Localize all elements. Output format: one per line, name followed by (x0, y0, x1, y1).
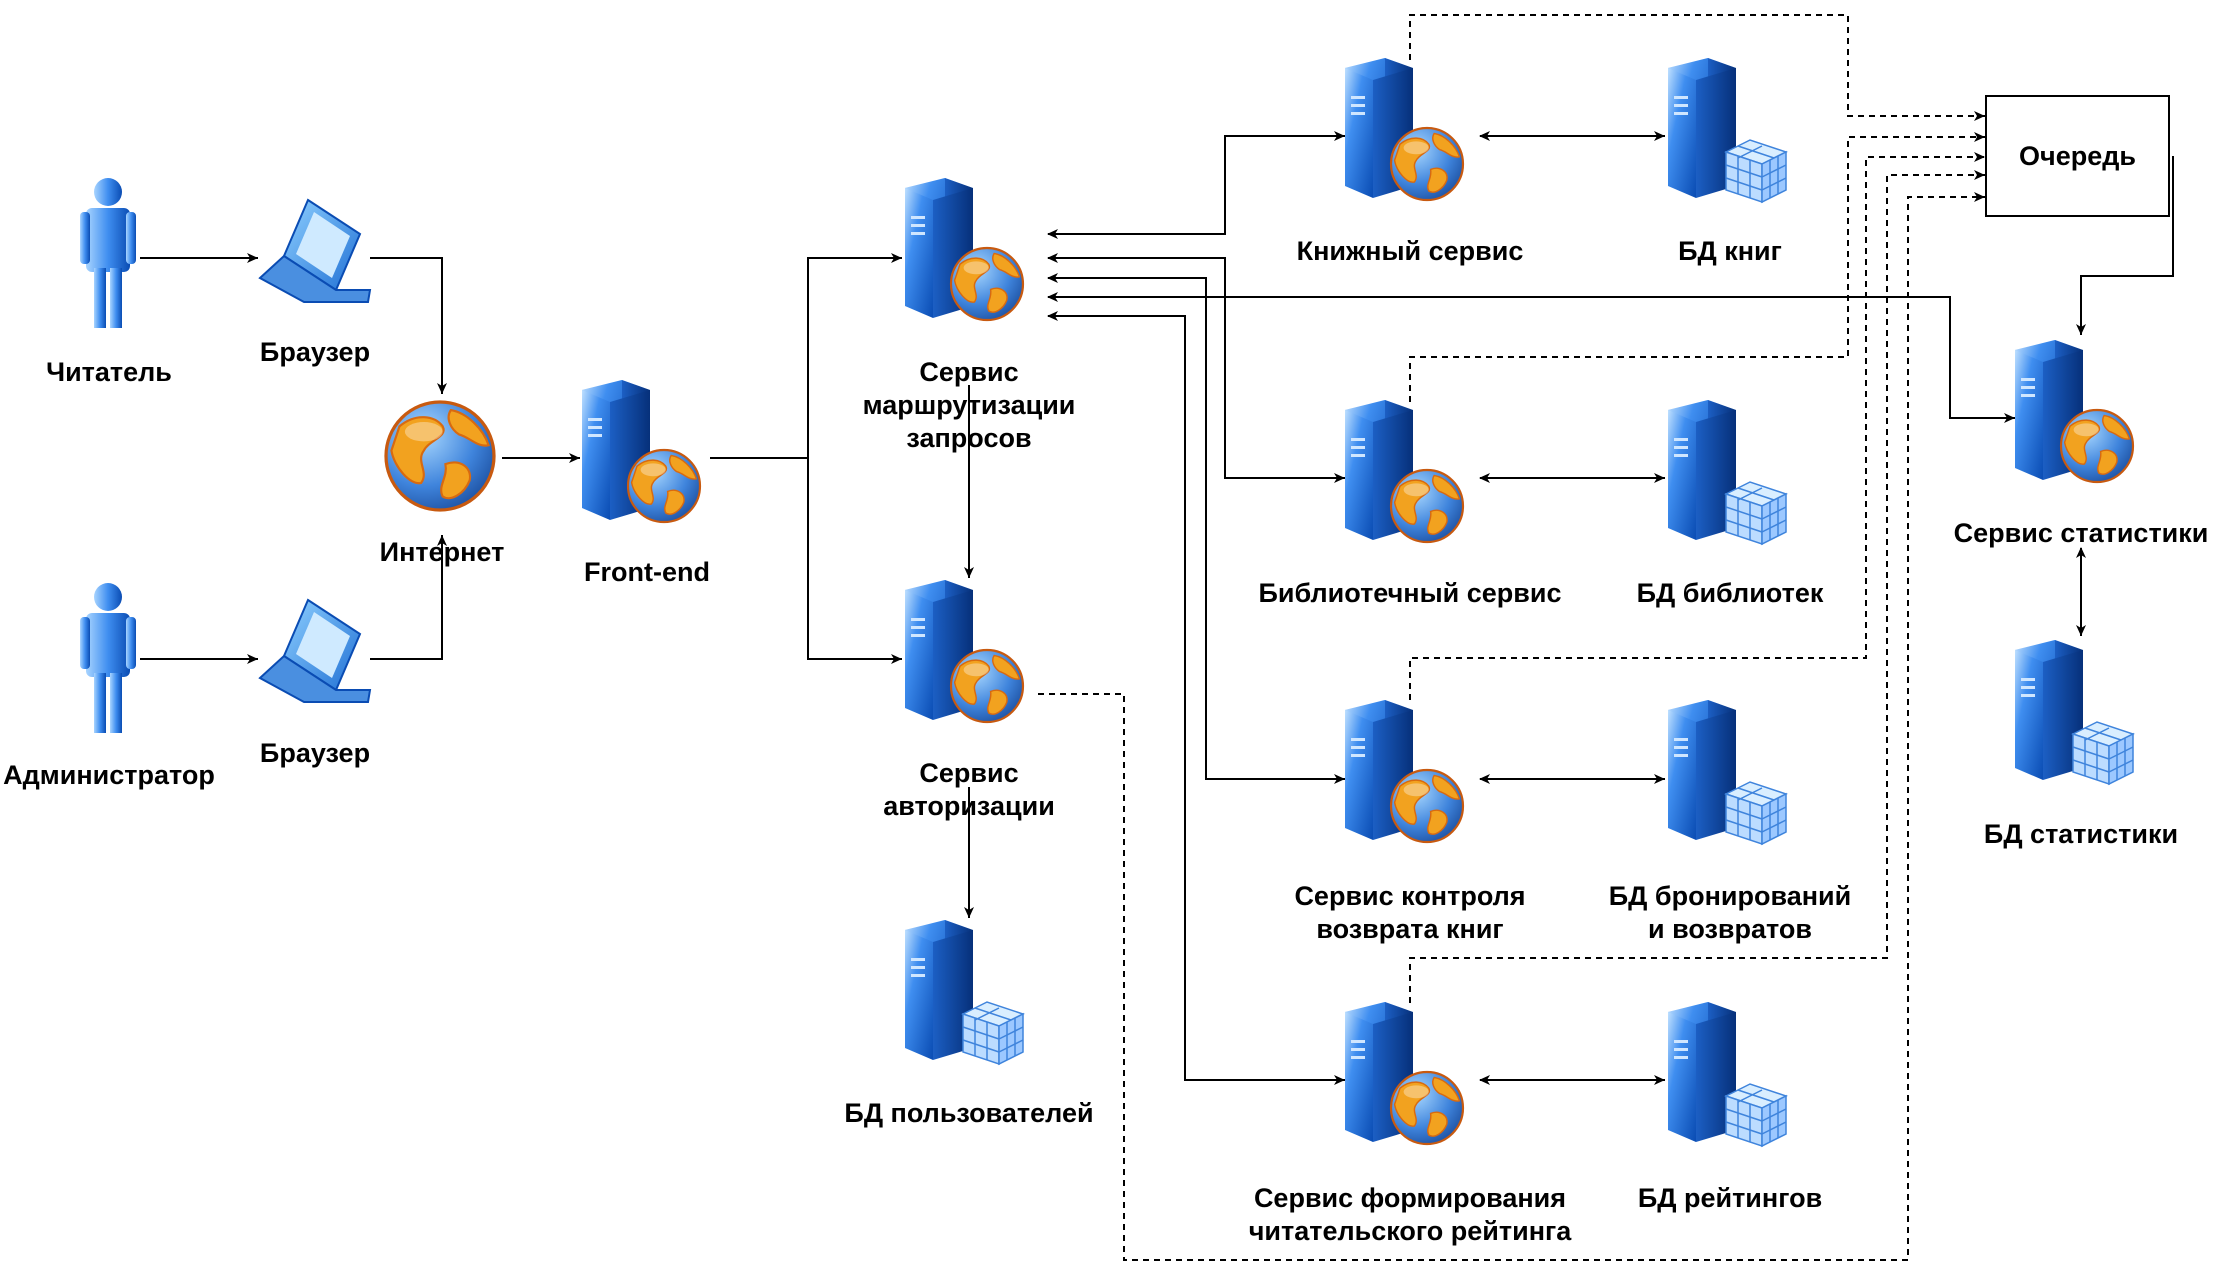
browser-reader-label: Браузер (259, 337, 371, 367)
rating-service-label-line2: читательского рейтинга (1248, 1216, 1572, 1246)
library-service-label: Библиотечный сервис (1258, 578, 1562, 608)
rating-service-label-line1: Сервис формирования (1253, 1183, 1567, 1213)
bookdb-server-icon (1668, 58, 1786, 202)
reservationdb-label: БД бронирований и возвратов (1609, 880, 1851, 946)
usersdb-label: БД пользователей (844, 1098, 1094, 1128)
reservationdb-label-line1: БД бронирований (1608, 881, 1852, 911)
reader-label: Читатель (46, 357, 172, 387)
frontend-server-icon (582, 380, 700, 522)
router-server-icon (905, 178, 1023, 320)
reader-laptop-icon (259, 199, 371, 303)
edge-browser-internet-top (370, 257, 447, 394)
dashed-connectors (1038, 14, 1985, 1261)
auth-label: Сервис авторизации (883, 757, 1055, 823)
reservationdb-server-icon (1668, 700, 1786, 844)
solid-connectors (140, 131, 2174, 1085)
statsdb-server-icon (2015, 640, 2133, 784)
queue-label: Очередь (2019, 140, 2136, 171)
edge-router-rating (1047, 311, 1345, 1085)
edge-router-stats (1047, 292, 2015, 423)
library-server-icon (1345, 400, 1463, 542)
admin-laptop-icon (259, 599, 371, 703)
internet-globe-icon (386, 402, 494, 510)
internet-label: Интернет (379, 537, 505, 567)
bookdb-label: БД книг (1678, 236, 1782, 266)
return-service-label: Сервис контроля возврата книг (1294, 880, 1525, 946)
admin-person-icon (80, 583, 136, 733)
rating-server-icon (1345, 1002, 1463, 1144)
rating-service-label: Сервис формирования читательского рейтин… (1249, 1182, 1572, 1248)
usersdb-server-icon (905, 920, 1023, 1064)
frontend-label: Front-end (584, 557, 710, 587)
dashed-book-queue (1409, 14, 1985, 121)
auth-label-line1: Сервис (919, 758, 1019, 788)
reservationdb-label-line2: и возвратов (1648, 914, 1812, 944)
auth-server-icon (905, 580, 1023, 722)
browser-admin-label: Браузер (259, 738, 371, 768)
edge-queue-stats (2076, 156, 2174, 335)
book-service-label: Книжный сервис (1296, 236, 1524, 266)
stats-server-icon (2015, 340, 2133, 482)
librarydb-label: БД библиотек (1636, 578, 1824, 608)
book-server-icon (1345, 58, 1463, 200)
return-server-icon (1345, 700, 1463, 842)
ratingdb-server-icon (1668, 1002, 1786, 1146)
return-service-label-line2: возврата книг (1316, 914, 1504, 944)
return-service-label-line1: Сервис контроля (1294, 881, 1526, 911)
edge-router-return (1047, 273, 1345, 784)
ratingdb-label: БД рейтингов (1637, 1183, 1823, 1213)
admin-label: Администратор (3, 760, 215, 790)
edge-browser-internet-bottom (370, 535, 447, 660)
edge-router-library (1047, 253, 1345, 483)
dashed-return-queue (1409, 152, 1985, 700)
statsdb-label: БД статистики (1983, 819, 2179, 849)
edge-frontend-auth (807, 458, 902, 664)
router-label-line1: Сервис (919, 357, 1019, 387)
dashed-auth-queue (1038, 192, 1985, 1261)
router-label-line2: маршрутизации (862, 390, 1076, 420)
queue-box: Очередь (1985, 95, 2170, 217)
router-label-line3: запросов (906, 423, 1032, 453)
edge-router-book (1047, 131, 1345, 239)
librarydb-server-icon (1668, 400, 1786, 544)
dashed-library-queue (1409, 132, 1985, 402)
stats-service-label: Сервис статистики (1953, 518, 2209, 548)
auth-label-line2: авторизации (883, 791, 1055, 821)
edge-frontend-router (710, 253, 902, 459)
dashed-rating-queue (1409, 170, 1985, 1003)
router-label: Сервис маршрутизации запросов (863, 356, 1076, 455)
reader-person-icon (80, 178, 136, 328)
